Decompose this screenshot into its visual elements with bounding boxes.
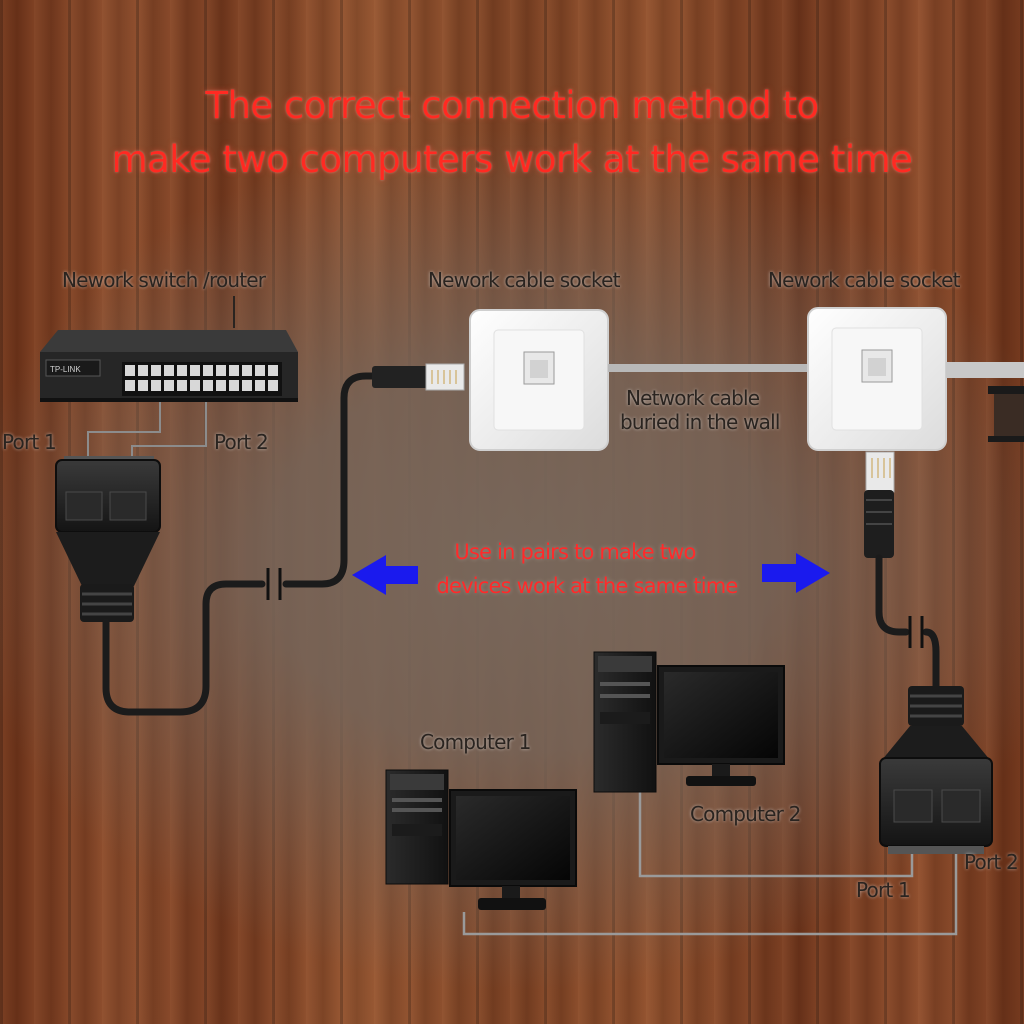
note-line-2: devices work at the same time xyxy=(436,574,738,598)
title-line-1: The correct connection method to xyxy=(205,84,819,127)
switch-port xyxy=(216,380,226,391)
switch-port xyxy=(268,365,278,376)
left-splitter xyxy=(55,456,161,622)
switch-port xyxy=(151,380,161,391)
switch-port xyxy=(138,365,148,376)
network-switch: TP-LINK xyxy=(40,296,298,402)
left-cable-break xyxy=(266,568,282,600)
wall-cable-exit xyxy=(946,362,1024,442)
left-cable xyxy=(102,372,382,716)
left-rj45-plug xyxy=(372,363,465,391)
computer-2 xyxy=(593,651,785,793)
switch-port xyxy=(203,365,213,376)
right-socket-label: Nework cable socket xyxy=(768,268,960,292)
switch-port xyxy=(229,365,239,376)
right-port-links xyxy=(462,792,958,936)
arrow-right-icon xyxy=(762,553,830,593)
buried-cable-label-2: buried in the wall xyxy=(620,410,780,434)
switch-brand-label: TP-LINK xyxy=(50,365,81,374)
switch-port xyxy=(125,380,135,391)
switch-port xyxy=(216,365,226,376)
switch-port xyxy=(229,380,239,391)
title-line-2: make two computers work at the same time xyxy=(111,138,913,181)
arrow-left-icon xyxy=(352,555,418,595)
computer-2-label: Computer 2 xyxy=(690,802,801,826)
computer-1 xyxy=(385,769,577,910)
switch-port xyxy=(164,365,174,376)
switch-port xyxy=(255,380,265,391)
switch-port xyxy=(164,380,174,391)
switch-port xyxy=(242,380,252,391)
right-splitter xyxy=(879,686,993,854)
switch-port xyxy=(177,380,187,391)
left-wall-socket xyxy=(469,309,609,451)
switch-port xyxy=(242,365,252,376)
switch-port xyxy=(125,365,135,376)
switch-port xyxy=(268,380,278,391)
switch-label: Nework switch /router xyxy=(62,268,266,292)
right-cable-break xyxy=(908,616,924,648)
left-socket-label: Nework cable socket xyxy=(428,268,620,292)
buried-cable-label-1: Network cable xyxy=(626,386,760,410)
right-wall-socket xyxy=(807,307,947,451)
switch-port xyxy=(190,365,200,376)
note-line-1: Use in pairs to make two xyxy=(454,540,696,564)
switch-port xyxy=(190,380,200,391)
switch-port xyxy=(151,365,161,376)
right-port-2-label: Port 2 xyxy=(964,850,1019,874)
left-port-2-label: Port 2 xyxy=(214,430,269,454)
switch-port xyxy=(138,380,148,391)
right-cable xyxy=(875,554,940,692)
switch-port xyxy=(255,365,265,376)
right-rj45-plug xyxy=(864,451,895,558)
switch-port xyxy=(177,365,187,376)
computer-1-label: Computer 1 xyxy=(420,730,531,754)
switch-port xyxy=(203,380,213,391)
right-port-1-label: Port 1 xyxy=(856,878,911,902)
left-port-1-label: Port 1 xyxy=(2,430,57,454)
left-port-links xyxy=(87,402,207,460)
